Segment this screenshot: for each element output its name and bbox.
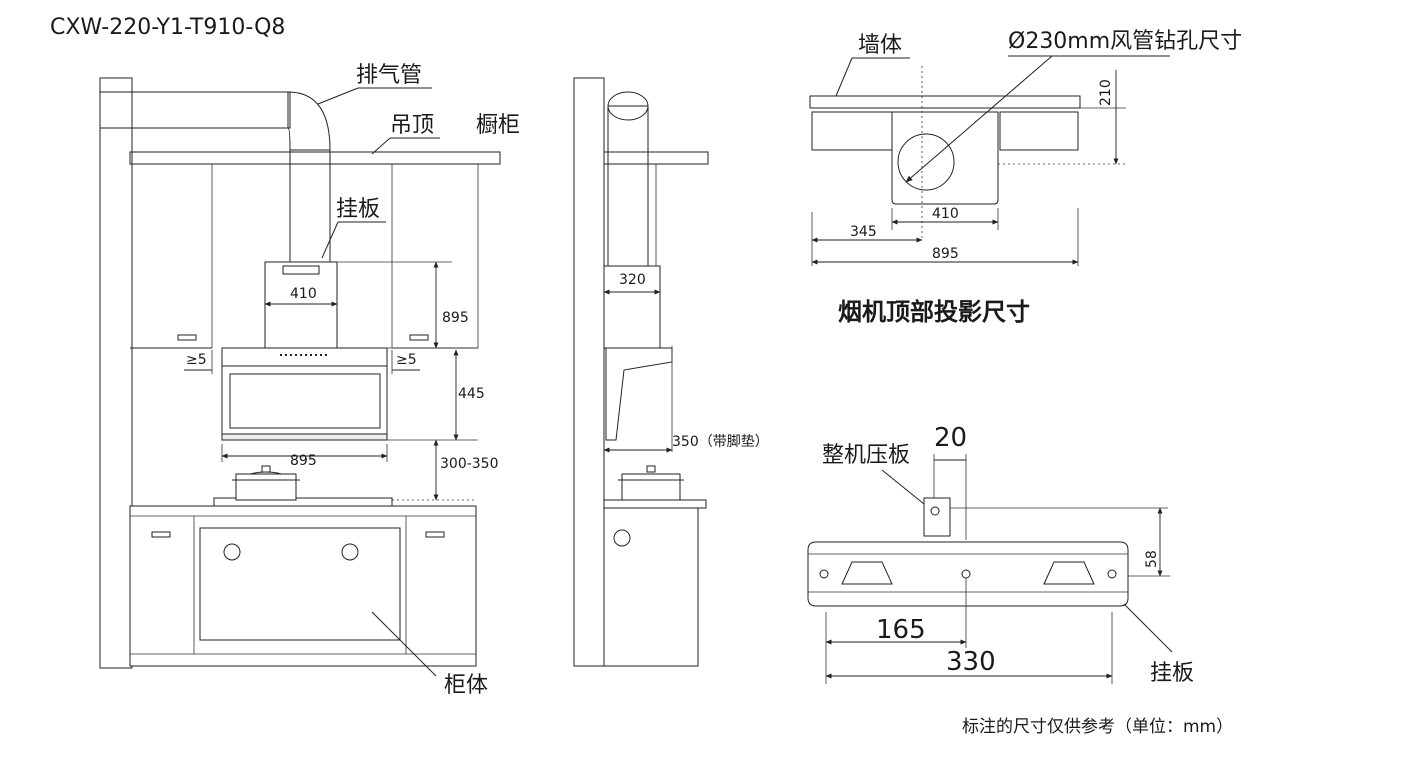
top-cabinet-right [999, 111, 1079, 151]
leader-ceiling [371, 137, 391, 155]
hanging-plate-hole-2 [961, 569, 971, 579]
side-base-knob [613, 529, 631, 547]
dim-330: 330 [946, 647, 996, 677]
leader-press-plate [881, 469, 925, 505]
label-plate-hanging: 挂板 [1150, 661, 1194, 686]
dim-side-350: 350（带脚垫） [672, 434, 769, 450]
label-cabinet-body: 柜体 [444, 673, 488, 698]
dim-install-height: 300-350 [440, 456, 499, 472]
side-hood-chimney [603, 265, 661, 349]
dim-top-895: 895 [932, 246, 959, 262]
hanging-plate-hole-1 [819, 569, 829, 579]
front-duct-vertical [289, 149, 331, 263]
front-base-knob-right [341, 543, 359, 561]
leader-duct-hole [905, 55, 1053, 183]
side-counter [603, 499, 707, 509]
label-wall: 墙体 [858, 33, 902, 58]
dim-front-445: 445 [458, 386, 485, 402]
front-hood-bottom [221, 433, 388, 441]
front-wall [99, 77, 133, 669]
press-plate-screw [930, 506, 940, 516]
top-cabinet-left [811, 111, 893, 151]
leader-cabinet-body [371, 611, 437, 677]
dim-345: 345 [850, 224, 877, 240]
label-exhaust-pipe: 排气管 [356, 63, 422, 88]
front-view: 排气管 吊顶 橱柜 挂板 柜体 410 895 ≥5 ≥5 445 [99, 63, 520, 698]
dim-front-width: 895 [290, 453, 317, 469]
front-pot-body [235, 473, 297, 501]
front-duct-horizontal [99, 91, 291, 129]
side-ceiling [603, 151, 709, 165]
top-wall [809, 95, 1081, 109]
leader-exhaust-pipe [317, 87, 359, 105]
front-cabinet-right-handle [409, 334, 429, 341]
model-title: CXW-220-Y1-T910-Q8 [50, 15, 285, 40]
front-duct-elbow [287, 91, 331, 151]
side-pot [621, 473, 681, 501]
side-duct [607, 105, 649, 267]
leader-wall [835, 57, 853, 97]
top-view: 墙体 Ø230mm风管钻孔尺寸 210 410 345 895 烟机顶部投影尺寸 [809, 29, 1242, 326]
side-hood-body [604, 347, 673, 441]
front-hood-chimney [264, 261, 338, 349]
front-base-handle-right [425, 531, 445, 538]
label-press-plate: 整机压板 [822, 443, 910, 468]
label-hanging-plate: 挂板 [336, 197, 380, 222]
dim-gap-left: ≥5 [186, 352, 207, 368]
top-view-caption: 烟机顶部投影尺寸 [838, 298, 1030, 326]
side-wall [573, 77, 605, 667]
side-pot-knob [646, 465, 656, 473]
hanging-plate-hook-left [841, 561, 893, 585]
front-ceiling [129, 151, 501, 165]
plate-view: 整机压板 20 58 165 330 挂板 [807, 423, 1194, 686]
label-duct-hole: Ø230mm风管钻孔尺寸 [1008, 29, 1242, 54]
dim-gap-right: ≥5 [396, 352, 417, 368]
front-base-handle-left [151, 531, 171, 538]
front-cabinet-left-handle [177, 334, 197, 341]
front-hood-vent [282, 265, 320, 275]
dim-front-895: 895 [442, 310, 469, 326]
dim-side-320: 320 [619, 272, 646, 288]
front-pot-knob [261, 465, 271, 473]
dim-165: 165 [876, 615, 926, 645]
units-note: 标注的尺寸仅供参考（单位：mm） [962, 717, 1233, 737]
front-base-knob-left [223, 543, 241, 561]
dim-press-20: 20 [934, 423, 967, 453]
hanging-plate-hole-3 [1107, 569, 1117, 579]
hanging-plate-hook-right [1043, 561, 1095, 585]
front-hood-panel [221, 347, 388, 367]
dim-top-410: 410 [932, 206, 959, 222]
dim-58: 58 [1144, 550, 1160, 568]
label-ceiling: 吊顶 [390, 113, 434, 138]
dim-210: 210 [1098, 79, 1114, 106]
press-plate-part [923, 497, 951, 537]
dim-front-410: 410 [290, 286, 317, 302]
side-view: 320 350（带脚垫） [573, 77, 769, 667]
front-hood-glass [229, 373, 381, 429]
label-wall-cabinet: 橱柜 [476, 113, 520, 138]
leader-plate-hanging [1123, 603, 1173, 653]
leader-hanging-plate [321, 221, 339, 259]
